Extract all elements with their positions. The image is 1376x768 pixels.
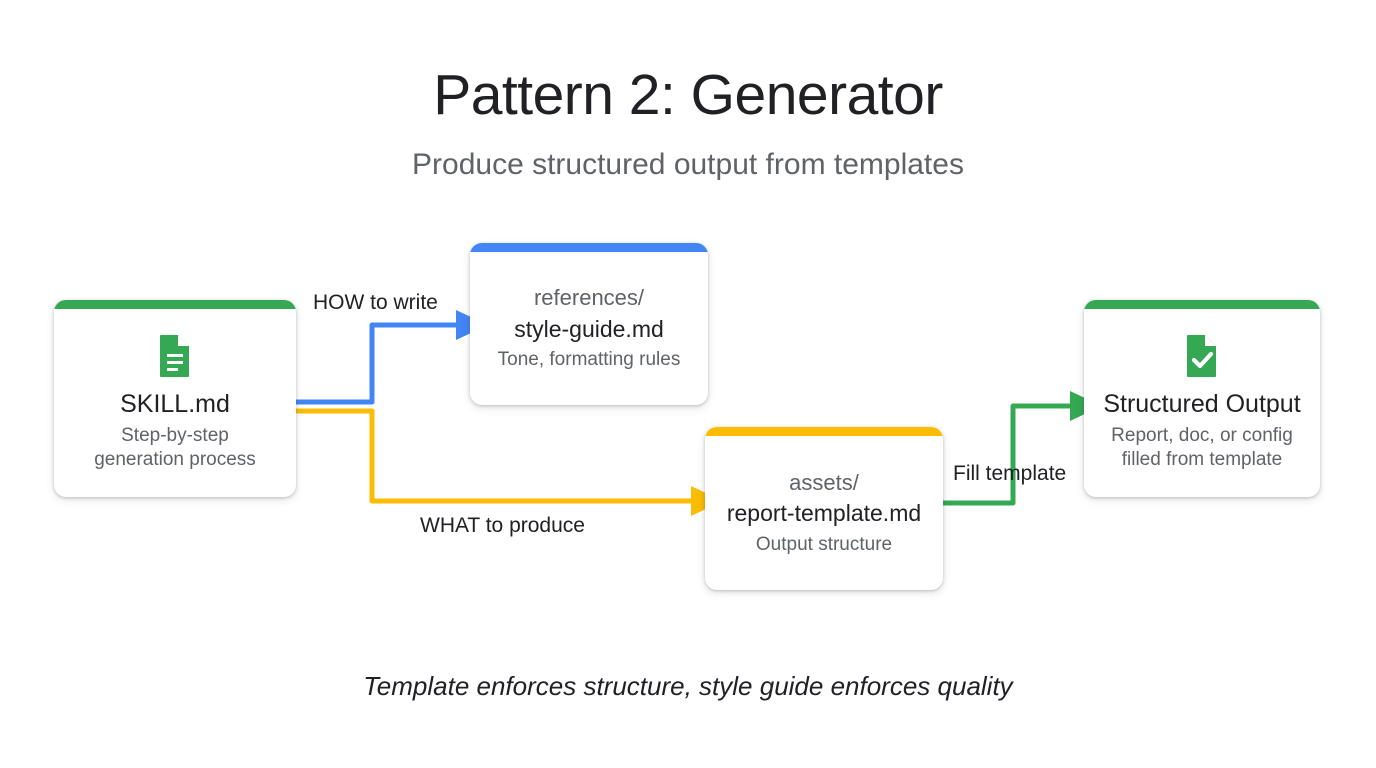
card-subtitle-line-1: Tone, formatting rules <box>497 349 681 371</box>
card-subtitle-line-2: filled from template <box>1121 449 1283 470</box>
card-path: references/ <box>533 285 645 311</box>
node-card-assets[interactable]: assets/ report-template.md Output struct… <box>705 427 943 590</box>
card-subtitle-line-2: generation process <box>94 449 256 470</box>
card-accent-bar <box>1084 300 1320 309</box>
card-subtitle-line-1: Report, doc, or config <box>1111 424 1293 446</box>
document-icon <box>157 334 193 383</box>
page-title: Pattern 2: Generator <box>433 63 943 127</box>
edge-what-to-produce <box>296 408 723 516</box>
document-check-icon <box>1184 334 1220 383</box>
edge-how-to-write <box>296 310 488 405</box>
card-accent-bar <box>705 427 943 436</box>
card-accent-bar <box>54 300 296 309</box>
card-subtitle-line-1: Step-by-step <box>121 424 229 446</box>
page-subtitle: Produce structured output from templates <box>412 148 964 181</box>
edge-fill-template <box>943 391 1102 506</box>
node-card-references[interactable]: references/ style-guide.md Tone, formatt… <box>470 243 708 405</box>
node-card-structured-output[interactable]: Structured Output Report, doc, or config… <box>1084 300 1320 497</box>
card-title: Structured Output <box>1103 389 1301 418</box>
node-card-skill[interactable]: SKILL.md Step-by-step generation process <box>54 300 296 497</box>
card-title: report-template.md <box>726 500 922 527</box>
edge-label-what-to-produce: WHAT to produce <box>420 514 585 537</box>
card-title: style-guide.md <box>514 315 664 342</box>
edge-label-fill-template: Fill template <box>953 462 1067 485</box>
footer-caption: Template enforces structure, style guide… <box>363 671 1013 701</box>
card-path: assets/ <box>789 469 859 495</box>
edge-label-how-to-write: HOW to write <box>313 291 438 314</box>
card-accent-bar <box>470 243 708 252</box>
card-subtitle-line-1: Output structure <box>755 533 893 555</box>
card-title: SKILL.md <box>120 389 230 418</box>
